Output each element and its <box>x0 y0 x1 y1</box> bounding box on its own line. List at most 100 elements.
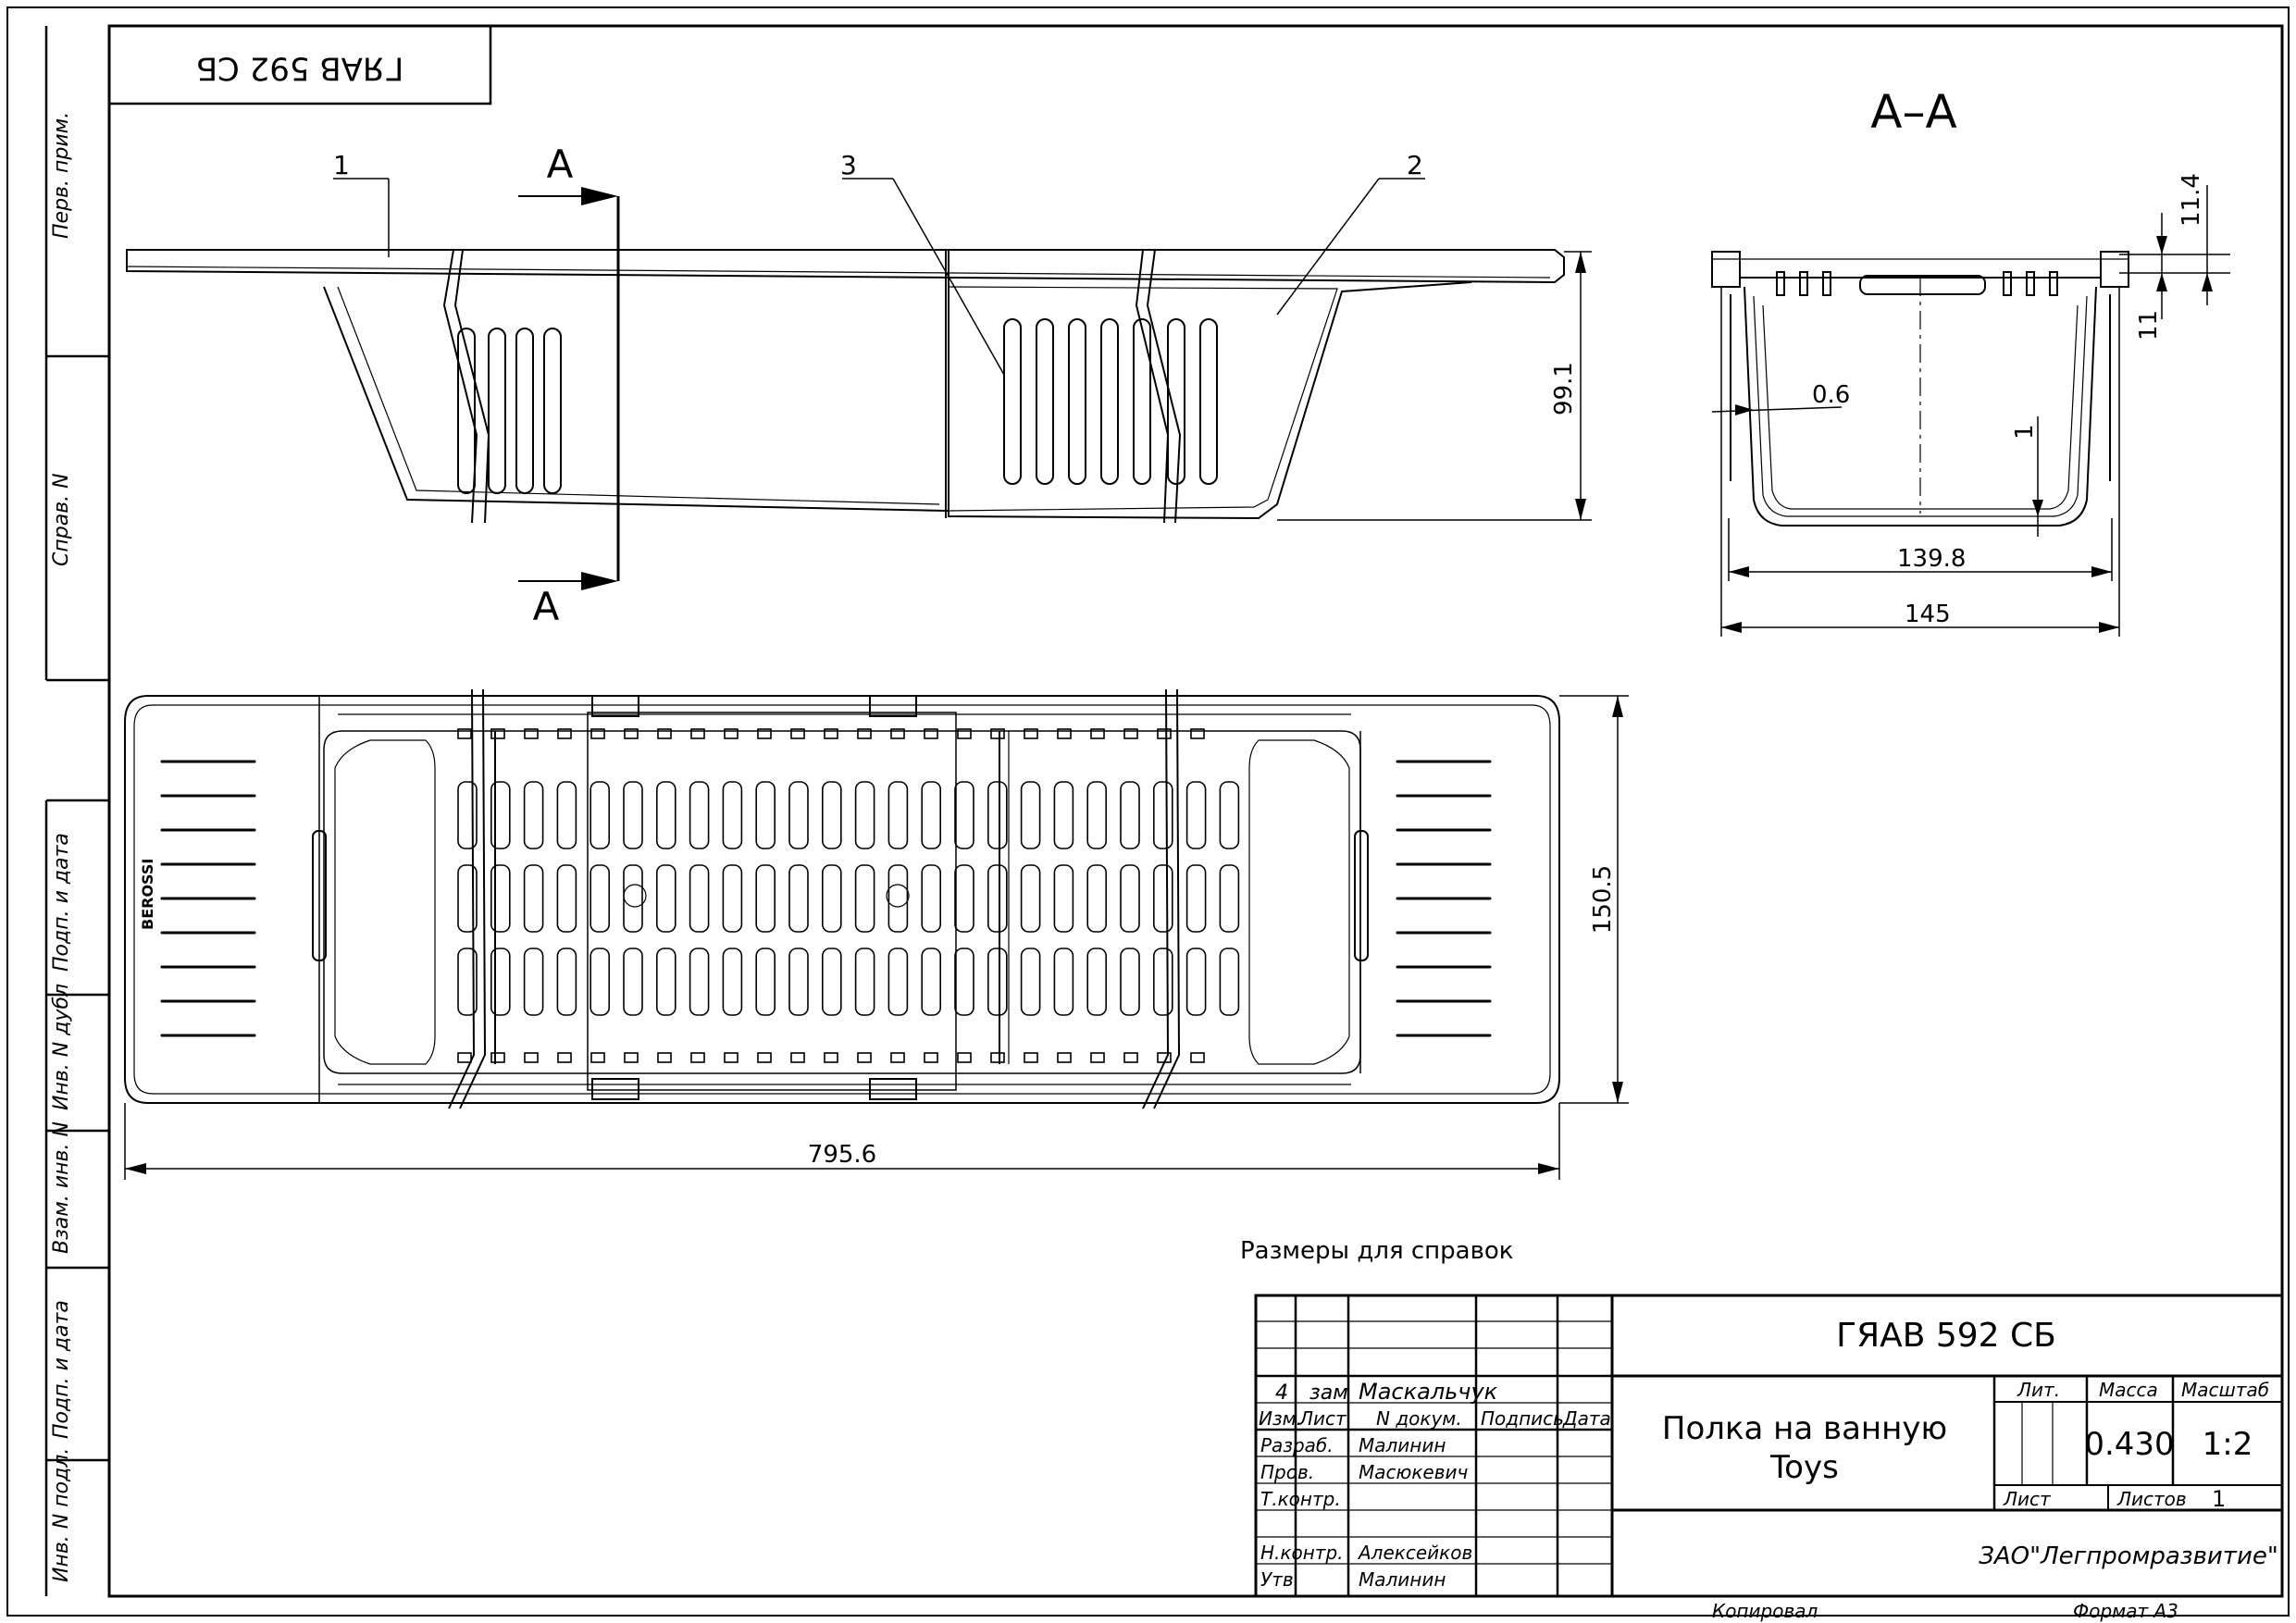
grid-slot <box>623 864 643 933</box>
header-list: Лист <box>1298 1407 1347 1430</box>
grid-slot <box>987 948 1008 1016</box>
grid-slot <box>722 864 743 933</box>
rim-slot <box>557 1052 572 1063</box>
title-block <box>1254 1294 2284 1598</box>
product-name-line2: Toys <box>1769 1449 1839 1486</box>
grid-slot <box>590 781 611 849</box>
grid-slot <box>954 781 974 849</box>
sheet-label: Лист <box>2003 1488 2052 1510</box>
rim-slot <box>824 1052 838 1063</box>
dim-side-height-text: 99.1 <box>1550 362 1578 415</box>
grid-slot <box>921 864 942 933</box>
role-3: Т.контр. <box>1260 1488 1341 1510</box>
rim-slot <box>724 1052 738 1063</box>
grid-slot <box>954 864 974 933</box>
grid-slot <box>457 864 478 933</box>
header-data: Дата <box>1562 1407 1611 1430</box>
dim-top-width-text: 150.5 <box>1589 865 1617 934</box>
grid-slot <box>1053 781 1074 849</box>
grid-slot <box>755 948 776 1016</box>
rim-slot <box>657 728 672 739</box>
rim-slot <box>857 728 872 739</box>
grid-slot <box>556 781 577 849</box>
grid-slot <box>1219 864 1240 933</box>
role-6: Утв. <box>1260 1568 1299 1591</box>
rim-slot <box>1123 1052 1138 1063</box>
strip-vzam-inv: Взам. инв. N <box>50 1121 73 1254</box>
rim-slot <box>757 1052 772 1063</box>
dim-top-length-text: 795.6 <box>808 1141 876 1169</box>
grid-slot <box>655 864 676 933</box>
rim-slot <box>990 1052 1005 1063</box>
grid-slot <box>1053 864 1074 933</box>
header-izm: Изм. <box>1259 1407 1302 1430</box>
sheets-value: 1 <box>2212 1486 2226 1512</box>
grid-slot <box>490 781 511 849</box>
dim-section-bottom: 1 <box>2011 424 2039 440</box>
grid-slot <box>490 948 511 1016</box>
rim-slot <box>590 1052 605 1063</box>
rim-slot <box>1190 728 1205 739</box>
grid-slot <box>1053 948 1074 1016</box>
grid-slot <box>788 781 809 849</box>
cut-line <box>518 187 620 590</box>
rim-slot <box>924 728 938 739</box>
role-1: Разраб. <box>1260 1434 1334 1456</box>
rim-slot <box>924 1052 938 1063</box>
rim-slot <box>524 1052 539 1063</box>
role-6-name: Малинин <box>1359 1568 1446 1591</box>
rim-slot <box>690 728 705 739</box>
rim-slot <box>957 1052 972 1063</box>
grid-slot <box>623 781 643 849</box>
grid-slot <box>1020 948 1041 1016</box>
header-podpis: Подпись <box>1481 1407 1564 1430</box>
grid-slot <box>987 864 1008 933</box>
dim-side-height <box>1277 251 1592 521</box>
grid-slot <box>490 864 511 933</box>
grid-slot <box>755 781 776 849</box>
rim-slot <box>490 728 505 739</box>
rim-slot <box>1057 728 1072 739</box>
grid-slot <box>887 948 909 1016</box>
dim-section-rim-a: 11.4 <box>2178 173 2205 227</box>
grid-slot <box>954 948 974 1016</box>
rim-slot <box>857 1052 872 1063</box>
change-num: 4 <box>1275 1381 1288 1405</box>
rim-slot <box>690 1052 705 1063</box>
rim-slot <box>557 728 572 739</box>
grid-slot <box>1120 781 1140 849</box>
grid-slot <box>854 781 875 849</box>
cut-letter-bottom: А <box>533 584 560 629</box>
rim-slot <box>1157 1052 1172 1063</box>
grid-slot <box>457 948 478 1016</box>
grid-slot <box>523 864 544 933</box>
dim-top <box>124 695 1629 1180</box>
grid-slot <box>788 864 809 933</box>
code-box <box>107 24 492 105</box>
rim-slot <box>957 728 972 739</box>
grid-slot <box>788 948 809 1016</box>
dim-section-wall: 0.6 <box>1812 381 1850 409</box>
grid-slot <box>854 948 875 1016</box>
grid-slot <box>1185 781 1207 849</box>
dim-section-outer: 145 <box>1905 601 1951 628</box>
cut-letter-top: А <box>547 142 574 187</box>
role-5-name: Алексейков <box>1357 1542 1472 1564</box>
role-2-name: Масюкевич <box>1359 1461 1469 1483</box>
header-ndoc: N докум. <box>1376 1407 1462 1430</box>
section-title: А–А <box>1870 85 1956 139</box>
grid-slot <box>921 948 942 1016</box>
grid-slot <box>722 781 743 849</box>
callout-1: 1 <box>333 150 350 180</box>
rim-slot <box>624 1052 639 1063</box>
grid-slot <box>821 781 842 849</box>
rim-slot <box>890 1052 905 1063</box>
grid-slot <box>821 864 842 933</box>
dim-section-inner: 139.8 <box>1897 545 1966 573</box>
rim-slot <box>1057 1052 1072 1063</box>
rim-slot <box>1157 728 1172 739</box>
footer-format: Формат А3 <box>2073 1600 2178 1622</box>
strip-podp-data-2: Подп. и дата <box>50 1300 73 1439</box>
change-type: зам <box>1309 1381 1348 1405</box>
rim-slot <box>790 728 805 739</box>
